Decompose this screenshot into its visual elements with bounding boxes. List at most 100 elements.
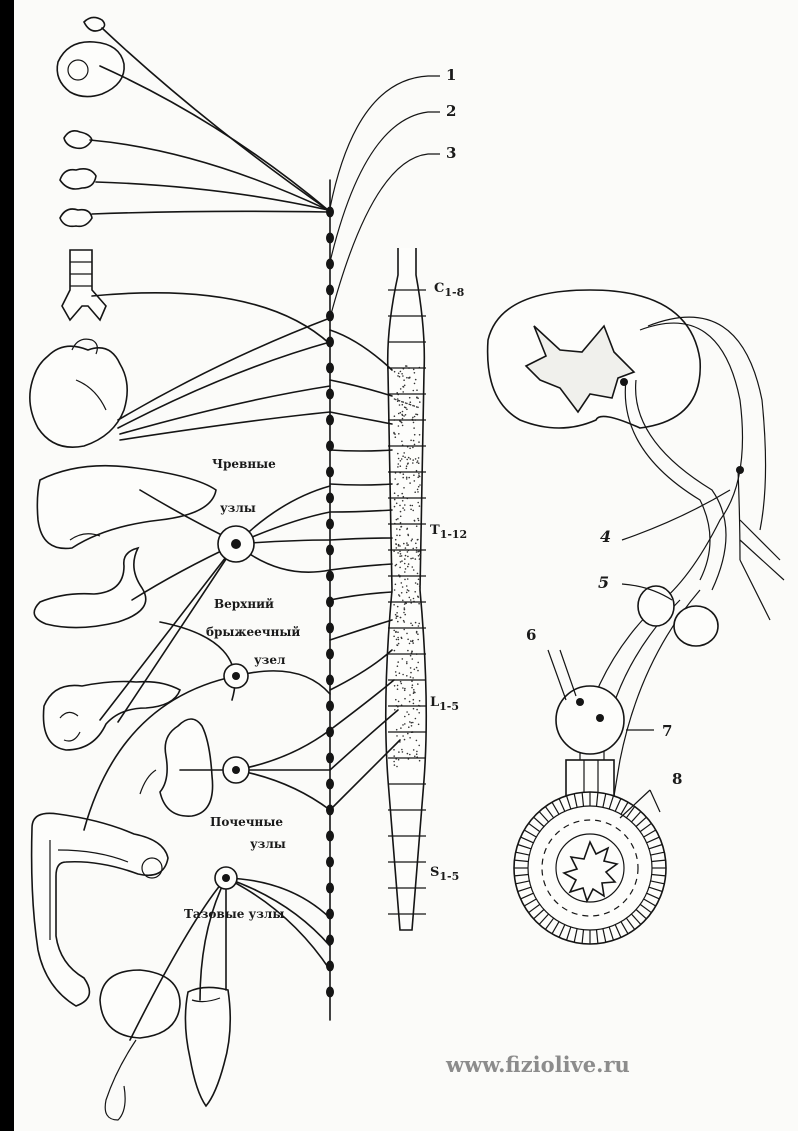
stipple-dot <box>404 688 406 690</box>
stipple-dot <box>397 606 399 608</box>
stipple-dot <box>415 458 417 460</box>
stipple-dot <box>410 655 412 657</box>
stipple-dot <box>408 544 410 546</box>
stipple-dot <box>402 401 404 403</box>
stipple-dot <box>417 639 419 641</box>
stipple-dot <box>418 596 420 598</box>
stipple-dot <box>418 603 420 605</box>
stipple-dot <box>397 483 399 485</box>
stipple-dot <box>403 487 405 489</box>
trunk-ganglion <box>326 831 334 842</box>
stipple-dot <box>405 568 407 570</box>
stipple-dot <box>393 604 395 606</box>
stipple-dot <box>400 727 402 729</box>
stipple-dot <box>415 413 417 415</box>
stipple-dot <box>404 579 406 581</box>
stipple-dot <box>409 754 411 756</box>
stipple-dot <box>398 701 400 703</box>
stipple-dot <box>395 699 397 701</box>
trunk-ganglion <box>326 649 334 660</box>
stipple-dot <box>395 671 397 673</box>
stipple-dot <box>413 689 415 691</box>
celiac-ganglia-label-line2: узлы <box>220 501 256 515</box>
stipple-dot <box>393 630 395 632</box>
stipple-dot <box>405 407 407 409</box>
stipple-dot <box>416 396 418 398</box>
stipple-dot <box>410 558 412 560</box>
stipple-dot <box>407 462 409 464</box>
stipple-dot <box>399 672 401 674</box>
stipple-dot <box>403 415 405 417</box>
stipple-dot <box>419 760 421 762</box>
stipple-dot <box>401 749 403 751</box>
watermark: www.fiziolive.ru <box>445 1052 630 1077</box>
head-organs <box>57 17 124 226</box>
trunk-ganglion <box>326 545 334 556</box>
trachea <box>62 250 106 320</box>
stipple-dot <box>399 400 401 402</box>
stipple-dot <box>394 492 396 494</box>
stipple-dot <box>409 597 411 599</box>
stipple-dot <box>418 625 420 627</box>
salivary-gland-2 <box>60 169 96 189</box>
stipple-dot <box>407 650 409 652</box>
stipple-dot <box>405 365 407 367</box>
stipple-dot <box>399 551 401 553</box>
stipple-dot <box>396 535 398 537</box>
stipple-dot <box>398 759 400 761</box>
stipple-dot <box>417 477 419 479</box>
stipple-dot <box>404 723 406 725</box>
stipple-dot <box>398 463 400 465</box>
stipple-dot <box>402 600 404 602</box>
stipple-dot <box>404 621 406 623</box>
stipple-dot <box>393 755 395 757</box>
pancreas <box>43 682 180 751</box>
stipple-dot <box>415 543 417 545</box>
stipple-dot <box>404 614 406 616</box>
stipple-dot <box>407 753 409 755</box>
label-6: 6 <box>526 626 536 644</box>
trunk-ganglion <box>326 623 334 634</box>
stipple-dot <box>394 499 396 501</box>
stipple-dot <box>408 563 410 565</box>
label-4: 4 <box>600 527 611 546</box>
stipple-dot <box>406 542 408 544</box>
stipple-dot <box>417 683 419 685</box>
stipple-dot <box>395 675 397 677</box>
trunk-ganglion <box>326 571 334 582</box>
stipple-dot <box>394 415 396 417</box>
stipple-dot <box>404 690 406 692</box>
stipple-dot <box>397 637 399 639</box>
trunk-ganglion <box>326 857 334 868</box>
stipple-dot <box>418 520 420 522</box>
stipple-dot <box>406 409 408 411</box>
stipple-dot <box>406 663 408 665</box>
segment-t: T1-12 <box>430 523 467 541</box>
trunk-ganglion <box>326 675 334 686</box>
stipple-dot <box>408 457 410 459</box>
stipple-dot <box>417 407 419 409</box>
stipple-dot <box>412 640 414 642</box>
stipple-dot <box>394 764 396 766</box>
stipple-dot <box>419 476 421 478</box>
stipple-dot <box>397 621 399 623</box>
stipple-dot <box>417 662 419 664</box>
stipple-dot <box>396 639 398 641</box>
stipple-dot <box>413 703 415 705</box>
stipple-dot <box>404 563 406 565</box>
stipple-dot <box>414 491 416 493</box>
stipple-dot <box>396 766 398 768</box>
stipple-dot <box>397 665 399 667</box>
stipple-dot <box>418 579 420 581</box>
stipple-dot <box>406 377 408 379</box>
stipple-dot <box>403 473 405 475</box>
stipple-dot <box>397 400 399 402</box>
stipple-dot <box>400 511 402 513</box>
label-1: 1 <box>446 66 456 84</box>
stipple-dot <box>416 709 418 711</box>
stipple-dot <box>405 603 407 605</box>
stipple-dot <box>396 528 398 530</box>
stipple-dot <box>400 465 402 467</box>
